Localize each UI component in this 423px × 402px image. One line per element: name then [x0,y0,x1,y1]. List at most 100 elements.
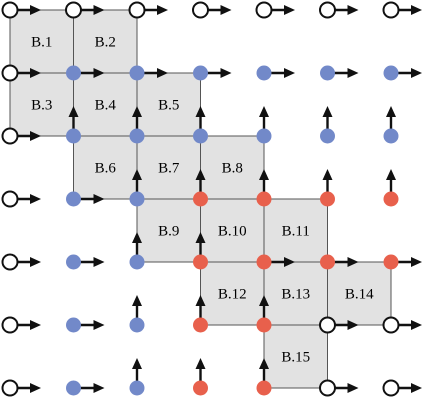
arrow-head [30,131,41,141]
open-node [1,1,19,19]
arrow-head [93,320,105,330]
arrow-head [284,257,295,267]
arrow-head [347,320,359,330]
red-node [256,317,272,333]
blue-node [66,128,81,144]
open-node [1,316,19,334]
nodes-layer [1,1,400,397]
arrow-head [195,106,206,117]
open-node [65,1,82,19]
open-node [319,316,336,334]
arrow-head [220,68,232,78]
red-node [193,317,208,333]
arrow-head [411,383,422,393]
open-node [192,1,209,19]
arrow-head [93,383,105,393]
open-node [382,379,400,397]
red-node [383,191,399,207]
cell-label: B.12 [218,287,247,303]
arrow-head [347,5,359,15]
open-node [382,1,400,19]
blue-node [320,65,335,81]
blue-node [129,128,145,144]
arrow-head [93,257,105,267]
open-node [319,379,336,397]
arrow-head [157,68,168,78]
cell-square [263,198,328,263]
arrow-head [93,5,105,15]
red-node [256,191,272,207]
arrow-head [322,169,333,180]
arrow-head [30,5,41,15]
cell-square [200,198,265,263]
red-node [383,254,399,270]
cell-square [200,135,265,200]
cell-square [73,9,138,74]
blue-node [129,254,145,270]
open-node [1,253,19,271]
blue-node [383,128,399,144]
arrow-head [93,68,105,78]
cell-label: B.15 [281,350,310,366]
cell-square [263,324,328,389]
cell-square [73,135,138,200]
arrow-head [259,295,269,306]
arrow-head [259,358,269,369]
arrow-head [220,5,232,15]
arrow-head [195,295,206,306]
cell-square [200,261,265,326]
open-node [382,316,400,334]
red-node [256,380,272,396]
blue-node [256,65,272,81]
cell-label: B.4 [95,98,117,114]
arrow-head [259,106,269,117]
open-node [1,64,19,82]
cell-label: B.5 [158,98,179,114]
arrow-head [411,320,422,330]
open-node [1,190,19,208]
arrow-head [386,106,396,117]
red-node [320,254,335,270]
blue-node [66,254,81,270]
arrow-head [195,169,206,180]
arrow-head [411,257,422,267]
arrow-head [386,169,396,180]
arrow-head [157,5,168,15]
arrow-head [30,68,41,78]
arrow-head [347,68,359,78]
blue-node [320,128,335,144]
blue-node [66,317,81,333]
open-node [1,127,19,145]
open-node [128,1,146,19]
red-node [256,254,272,270]
blue-node [66,191,81,207]
cell-square [136,198,201,263]
cell-label: B.9 [158,224,179,240]
cell-square [73,72,138,137]
blue-node [66,380,81,396]
arrow-head [68,106,79,117]
cell-label: B.7 [158,161,180,177]
arrow-head [347,257,359,267]
arrow-head [411,68,422,78]
arrow-head [132,232,142,243]
open-node [255,1,273,19]
open-node [1,379,19,397]
open-node [319,1,336,19]
blue-node [66,65,81,81]
cells-layer [9,9,392,389]
cell-square [9,9,74,74]
arrow-head [322,106,333,117]
red-node [193,191,208,207]
arrow-head [132,106,142,117]
blue-node [256,128,272,144]
arrow-head [195,232,206,243]
cell-square [327,261,392,326]
arrow-head [93,194,105,204]
arrow-head [195,358,206,369]
arrow-head [30,257,41,267]
cell-label: B.8 [222,161,243,177]
arrow-head [30,320,41,330]
